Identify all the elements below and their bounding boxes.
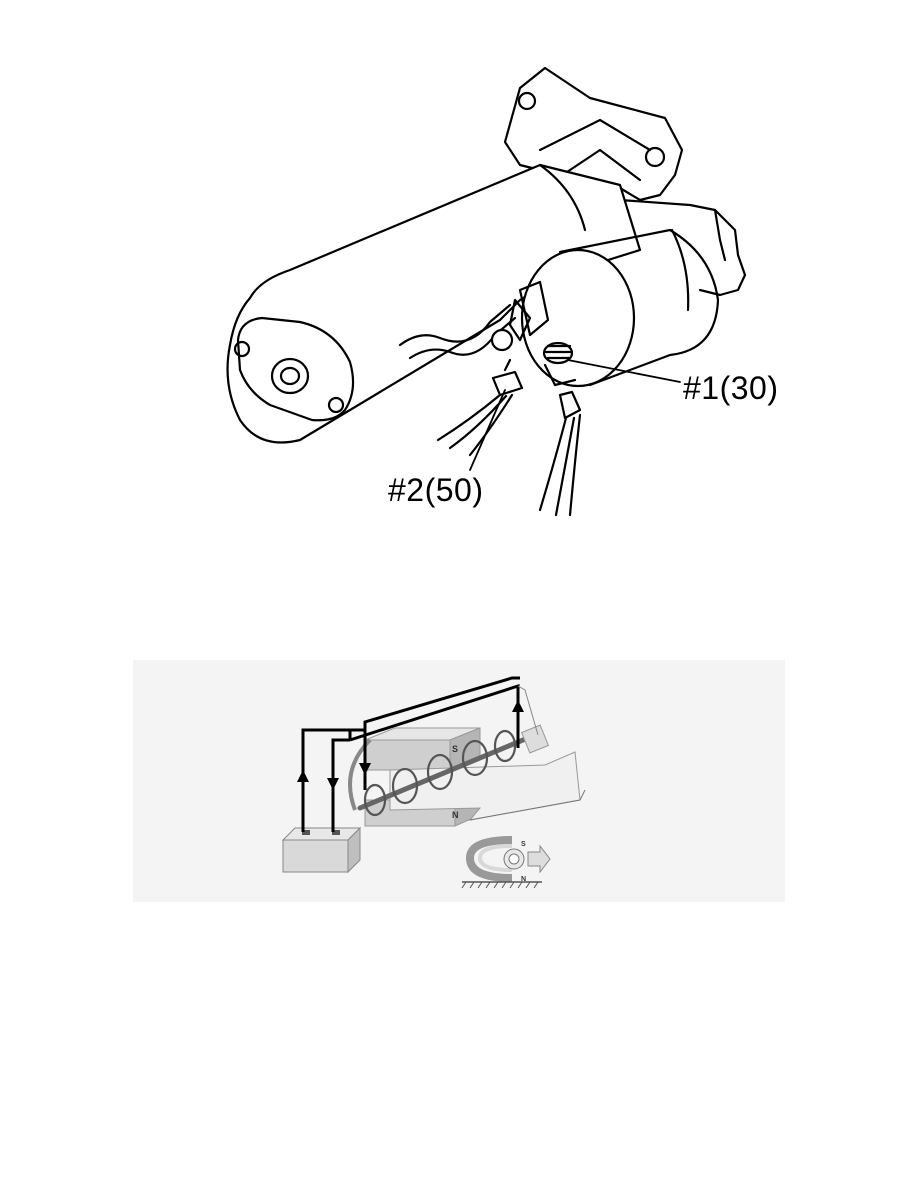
pole-label-north-inset: N <box>521 876 526 883</box>
callout-terminal-30: #1(30) <box>683 370 779 406</box>
pole-label-south-main: S <box>452 744 458 754</box>
callout-terminal-50: #2(50) <box>388 472 484 508</box>
leader-line-30 <box>567 359 681 383</box>
battery-cable-lug <box>558 390 582 420</box>
pole-label-north-main: N <box>452 810 459 820</box>
motor-feed-strap <box>398 303 512 347</box>
motor-shaft-boss <box>270 357 310 395</box>
strap-terminal-nut <box>490 328 514 352</box>
leader-line-50 <box>469 389 506 471</box>
bracket-hole-top <box>517 91 537 111</box>
armature-coils <box>363 729 517 817</box>
current-arrows <box>297 700 524 790</box>
terminal-50-connector <box>491 358 524 397</box>
end-plate-bolt-left <box>233 340 251 358</box>
horseshoe-magnet-inset: S N <box>461 836 551 889</box>
armature-shaft <box>357 732 538 811</box>
starter-motor-diagram <box>226 66 747 517</box>
terminal-30-stud <box>542 341 577 387</box>
end-housing <box>618 198 747 297</box>
end-plate-bolt-right <box>327 396 345 414</box>
pole-label-south-inset: S <box>521 841 526 848</box>
bracket-hole-right <box>644 146 666 168</box>
battery-cable <box>538 413 582 517</box>
battery <box>281 826 362 874</box>
